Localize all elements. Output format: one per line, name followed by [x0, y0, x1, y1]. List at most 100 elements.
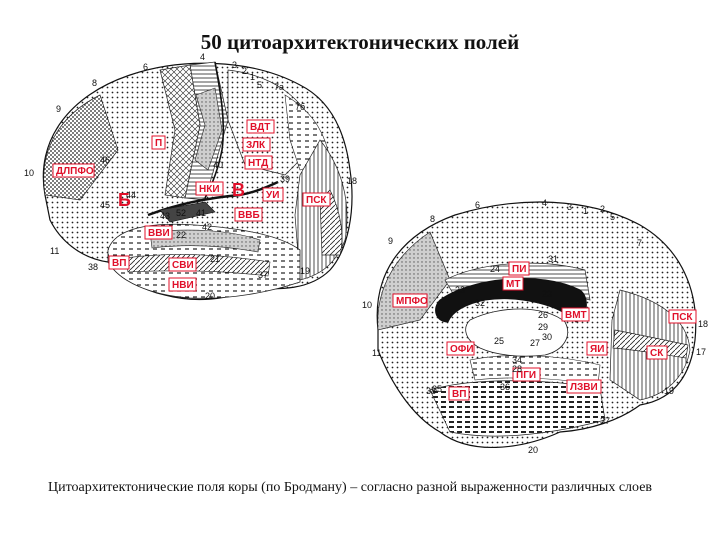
medial-region-tag-1: ПИ	[512, 264, 526, 275]
lateral-area-number-18: 41	[196, 208, 206, 218]
medial-region-tag-7: ЯИ	[590, 344, 604, 355]
lateral-region-tag-13: НВИ	[172, 280, 194, 291]
lateral-region-tag-11-box	[108, 255, 130, 270]
medial-area-number-10: 24	[490, 264, 500, 274]
medial-brain-view	[376, 201, 697, 448]
medial-region-tag-6-box	[446, 341, 475, 356]
lateral-region-tag-11: ВП	[112, 258, 126, 269]
lateral-region-tag-4: НТД	[248, 158, 268, 169]
lateral-area-number-4: 2	[242, 66, 247, 76]
lateral-letter-v: В	[232, 180, 245, 200]
lateral-region-tag-2-box	[151, 135, 166, 150]
medial-region-tag-3-box	[392, 293, 428, 308]
lateral-area-number-9: 9	[56, 104, 61, 114]
lateral-area-number-12: 40	[213, 160, 223, 170]
medial-region-tag-4-box	[561, 307, 590, 322]
medial-area-number-31: 20	[528, 445, 538, 455]
lateral-area-number-10: 7б	[295, 102, 305, 112]
lateral-area-number-6: 5	[257, 80, 262, 90]
medial-area-number-16: 26	[538, 310, 548, 320]
lateral-area-number-13: 39	[280, 174, 290, 184]
lateral-region-tag-2: П	[155, 138, 162, 149]
medial-area-number-5: 2	[600, 204, 605, 214]
medial-region-tag-4: ВМТ	[565, 310, 587, 321]
medial-region-tag-8: СК	[650, 348, 664, 359]
lateral-area-number-28: 20	[205, 291, 215, 301]
medial-area-number-14: 32	[475, 298, 485, 308]
lateral-area-number-26: 37	[258, 270, 268, 280]
lateral-region-tag-12-box	[168, 257, 197, 272]
medial-temporal-area	[429, 380, 606, 437]
lateral-region-tag-5-box	[52, 163, 95, 178]
medial-region-tag-2-box	[502, 276, 524, 291]
lateral-region-tag-10: ВВИ	[148, 228, 170, 239]
lateral-region-tag-1: ВДТ	[250, 122, 270, 133]
lateral-letter-b: Б	[118, 190, 131, 210]
lateral-area-number-5: 1	[250, 72, 255, 82]
lateral-region-tag-10-box	[144, 225, 173, 240]
lateral-region-tag-9-box	[234, 207, 263, 222]
lateral-region-tag-3: ЗЛК	[246, 140, 266, 151]
lateral-region-tag-1-box	[246, 119, 275, 134]
medial-area-number-20: 17	[696, 347, 706, 357]
medial-region-tag-10: ЛЗВИ	[570, 382, 598, 393]
lateral-region-tag-8: ПСК	[306, 195, 327, 206]
medial-region-tag-8-box	[646, 345, 668, 360]
medial-region-tag-11-box	[448, 386, 470, 401]
lateral-middle-temporal	[124, 254, 271, 277]
medial-area-number-25: 27	[530, 338, 540, 348]
lateral-area-number-15: 45	[100, 200, 110, 210]
medial-region-tag-1-box	[508, 261, 530, 276]
medial-area-number-9: 7	[637, 238, 642, 248]
medial-region-tag-9-box	[512, 367, 541, 382]
medial-area-number-8: 9	[388, 236, 393, 246]
lateral-region-tag-8-box	[302, 192, 331, 207]
medial-region-tag-5-box	[668, 309, 697, 324]
medial-area-number-30: 37	[600, 416, 610, 426]
lateral-area-number-16: 44	[126, 190, 136, 200]
lateral-area-number-20: 52	[176, 208, 186, 218]
medial-area-number-28: 36	[500, 382, 510, 392]
medial-area-number-6: 5	[610, 212, 615, 222]
lateral-region-tag-6: НКИ	[199, 184, 220, 195]
lateral-region-tag-7: УИ	[266, 190, 279, 201]
medial-area-number-15: 10	[362, 300, 372, 310]
medial-calcarine-band	[612, 329, 689, 359]
medial-area-number-23: 34	[512, 355, 522, 365]
medial-region-tag-11: ВП	[452, 389, 466, 400]
lateral-region-tag-6-box	[195, 181, 224, 196]
medial-area-number-7: 8	[430, 214, 435, 224]
medial-area-number-13: 33	[455, 285, 465, 295]
lateral-region-tag-9: ВВБ	[238, 210, 260, 221]
lateral-region-tag-5: ДЛПФО	[56, 166, 94, 177]
lateral-region-tag-13-box	[168, 277, 197, 292]
medial-region-tag-2: МТ	[506, 279, 520, 290]
medial-region-tag-6: ОФИ	[450, 344, 474, 355]
medial-area-number-3: 3	[567, 202, 572, 212]
lateral-area-number-14: 10	[24, 168, 34, 178]
lateral-area-number-19: 42	[202, 222, 212, 232]
lateral-area-number-17: 43	[160, 211, 170, 221]
lateral-area-number-22: 18	[347, 176, 357, 186]
medial-area-number-27: 38	[426, 386, 436, 396]
medial-area-number-29: 19	[664, 386, 674, 396]
medial-area-number-18: 30	[542, 332, 552, 342]
medial-region-tag-9: ПГИ	[516, 370, 536, 381]
lateral-premotor-strip	[159, 64, 201, 199]
medial-area-number-11: 31	[548, 254, 558, 264]
medial-region-tag-5: ПСК	[672, 312, 693, 323]
lateral-area-number-3: 3	[232, 60, 237, 70]
lateral-area-number-8: 8	[92, 78, 97, 88]
lateral-region-tag-3-box	[242, 137, 271, 152]
lateral-area-number-7: 7а	[274, 82, 284, 92]
medial-region-tag-3: МПФО	[396, 296, 428, 307]
medial-region-tag-10-box	[566, 379, 602, 394]
medial-area-number-4: 1	[583, 206, 588, 216]
lateral-insula-dark	[159, 201, 216, 223]
page-title: 50 цитоархитектонических полей	[200, 30, 520, 54]
lateral-area-number-1: 6	[143, 62, 148, 72]
medial-area-number-26: 35	[432, 384, 442, 394]
